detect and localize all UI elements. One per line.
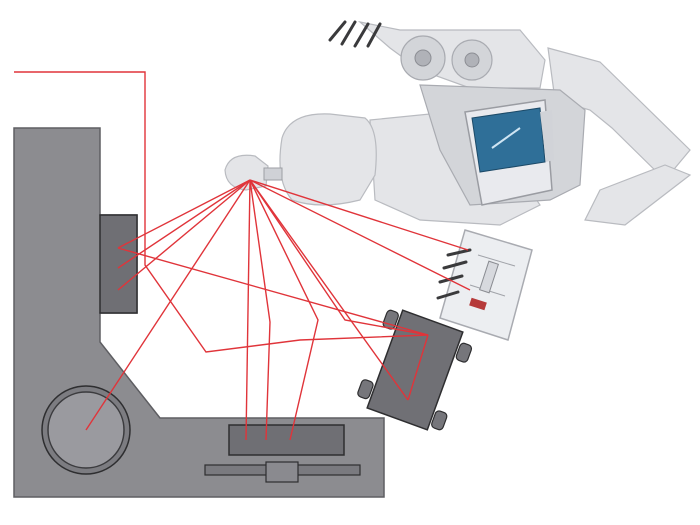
light-ray xyxy=(245,179,251,441)
light-ray xyxy=(407,334,429,401)
light-ray xyxy=(117,179,251,291)
dental-unit xyxy=(224,20,692,341)
supply-cable xyxy=(14,71,429,353)
light-ray xyxy=(249,179,409,401)
light-ray xyxy=(117,247,429,336)
chair-headrest xyxy=(279,113,377,206)
light-ray xyxy=(249,179,271,441)
monitor-icon xyxy=(464,99,554,206)
delivery-arm xyxy=(328,20,546,89)
light-ray xyxy=(249,179,429,336)
light-ray xyxy=(85,179,251,431)
assistant-cart xyxy=(357,309,473,431)
operating-lamp-icon xyxy=(224,154,283,191)
light-ray xyxy=(117,179,251,269)
light-ray xyxy=(249,179,319,441)
light-rays xyxy=(85,179,471,441)
light-ray xyxy=(249,179,471,291)
light-ray xyxy=(117,179,251,249)
instrument-tray-icon xyxy=(436,229,533,341)
work-desk xyxy=(204,424,361,483)
light-ray xyxy=(249,179,469,251)
wall-cabinet xyxy=(99,214,138,314)
